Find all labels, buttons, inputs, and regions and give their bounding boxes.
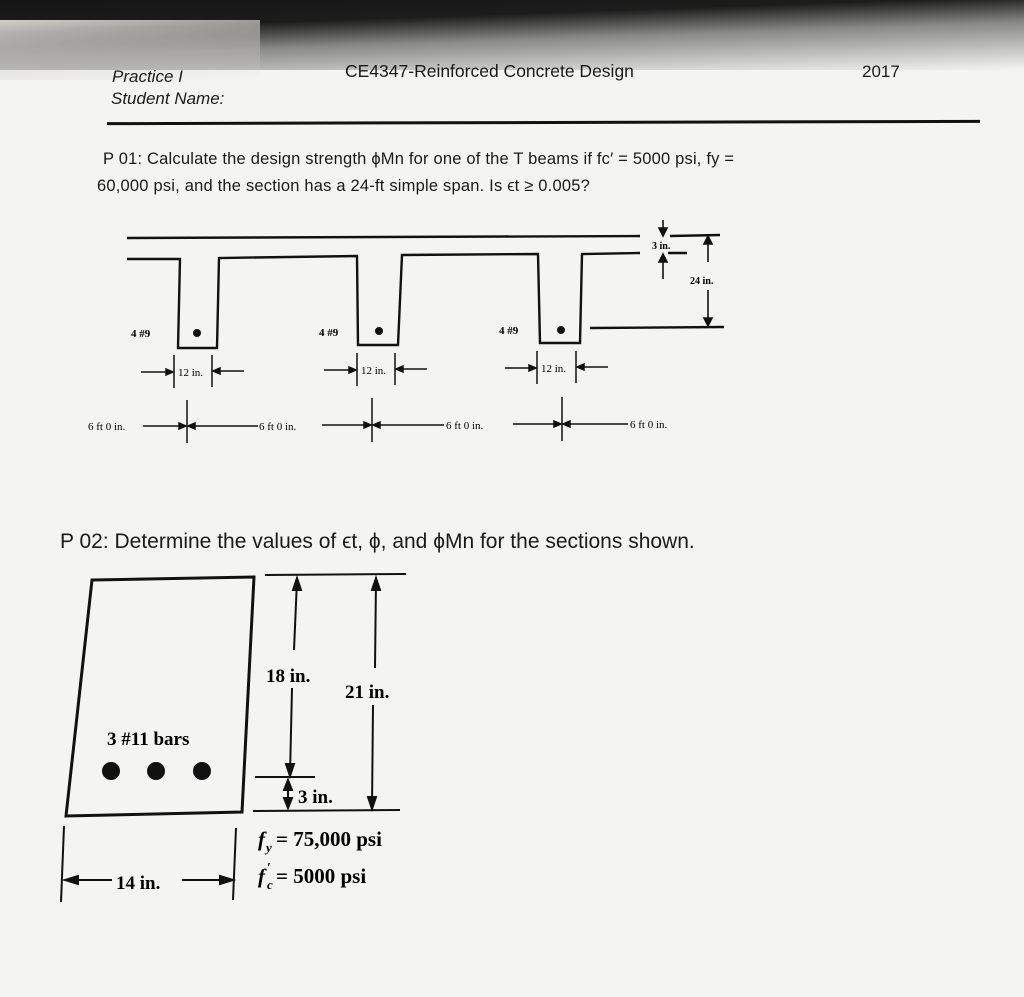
bar-label-2: 4 #9 bbox=[319, 327, 339, 339]
year-label: 2017 bbox=[862, 62, 900, 81]
photo-background-edge bbox=[0, 20, 260, 80]
web-width-label-2: 12 in. bbox=[361, 365, 386, 377]
cover-label: 3 in. bbox=[298, 787, 333, 808]
total-height-label: 21 in. bbox=[345, 682, 389, 703]
fc-subscript: c bbox=[267, 877, 273, 892]
flange-thickness-label: 3 in. bbox=[652, 241, 671, 252]
spacing-label-3: 6 ft 0 in. bbox=[446, 420, 484, 432]
problem1-line1: P 01: Calculate the design strength ϕMn … bbox=[103, 150, 735, 168]
fc-symbol: f bbox=[258, 864, 267, 888]
bars-label: 3 #11 bars bbox=[107, 729, 189, 750]
spacing-label-4: 6 ft 0 in. bbox=[630, 419, 668, 431]
fy-symbol: f bbox=[258, 827, 267, 851]
practice-label: Practice I bbox=[112, 67, 183, 86]
bar-label-3: 4 #9 bbox=[499, 325, 519, 337]
total-depth-label: 24 in. bbox=[690, 276, 714, 287]
student-name-label: Student Name: bbox=[111, 89, 225, 108]
spacing-label-2: 6 ft 0 in. bbox=[259, 421, 297, 433]
width-label: 14 in. bbox=[116, 873, 160, 894]
effective-depth-label: 18 in. bbox=[266, 666, 310, 687]
fc-prime: ′ bbox=[267, 861, 271, 876]
web-width-label-1: 12 in. bbox=[178, 367, 203, 379]
problem1-line2: 60,000 psi, and the section has a 24-ft … bbox=[97, 177, 590, 195]
t-beam-figure: 3 in. 24 in. 4 #9 4 #9 4 #9 12 in. 12 in… bbox=[88, 220, 725, 443]
bar-label-1: 4 #9 bbox=[131, 328, 151, 340]
spacing-label-1: 6 ft 0 in. bbox=[88, 421, 126, 433]
course-title: CE4347-Reinforced Concrete Design bbox=[345, 61, 634, 81]
rectangular-beam-figure: 3 #11 bars 1 bbox=[60, 573, 407, 903]
fc-value: = 5000 psi bbox=[276, 864, 366, 888]
fy-subscript: y bbox=[264, 840, 272, 855]
web-width-label-3: 12 in. bbox=[541, 363, 566, 375]
problem2-text: P 02: Determine the values of ϵt, ϕ, and… bbox=[60, 530, 695, 553]
fy-value: = 75,000 psi bbox=[276, 827, 382, 851]
